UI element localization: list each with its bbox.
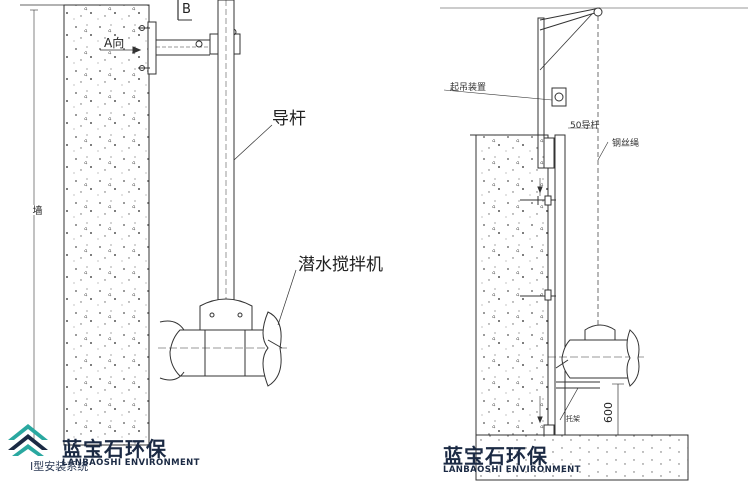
right-brand-en: LANBAOSHI ENVIRONMENT [443,465,581,475]
company-logo-mark [8,424,48,456]
right-guide-rod [554,134,566,436]
ground-slab [475,434,689,481]
right-brand-cn: 蓝宝石环保 [443,444,548,468]
top-bracket-plate [147,21,157,75]
right-propeller [626,329,640,387]
wire-rope-label: 钢丝绳 [612,139,640,149]
bracket-label: 托架 [566,415,580,423]
right-concrete-wall [475,134,549,436]
lifting-winch [551,87,567,107]
a-direction-label: A向 [104,36,125,50]
right-diagram [440,7,748,481]
lifting-device-label: 起吊装置 [450,83,487,93]
left-brand-en: LANBAOSHI ENVIRONMENT [62,458,200,468]
wall-label: 墙 [28,205,43,215]
left-brand-cn: 蓝宝石环保 [62,437,167,461]
dim-600-label: 600 [602,402,615,423]
mixer-slide-block [199,298,253,331]
left-caption: I型安装系统 [30,460,89,473]
right-mixer-body [561,339,631,379]
top-cut-label: B [182,2,191,17]
left-mixer-body [169,329,269,377]
mixer-label: 潜水搅拌机 [298,255,383,275]
left-propeller [262,311,282,387]
guide-rod-label: 导杆 [272,109,306,129]
left-concrete-wall [63,4,150,446]
left-diagram [20,0,297,446]
rod-50-label: 50导杆 [570,121,600,131]
